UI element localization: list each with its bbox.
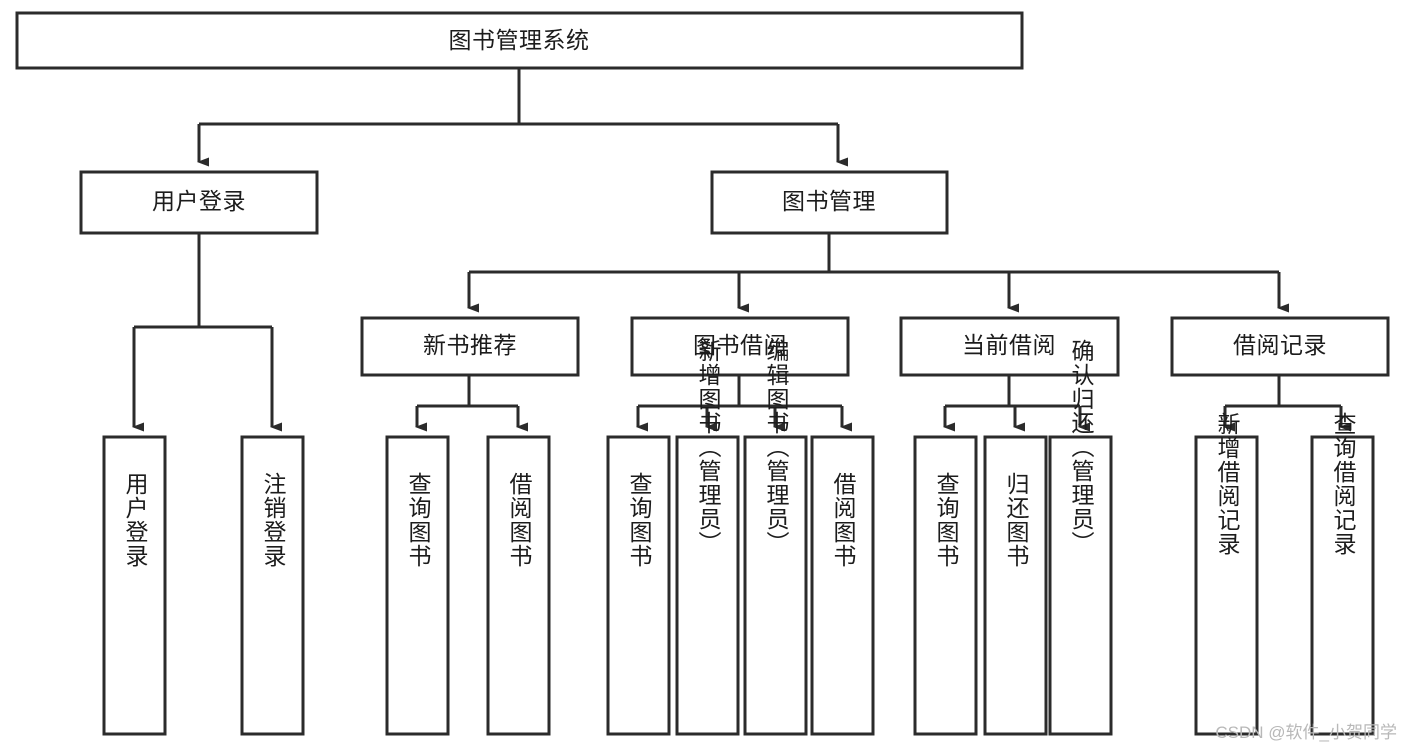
connector-group-book-borrow xyxy=(636,375,852,432)
leaf-add-record-label: 新增借阅记录 xyxy=(1214,412,1241,556)
leaf-node-query-record[interactable]: 查询借阅记录 xyxy=(1310,412,1375,736)
leaf-node-edit-book[interactable]: 编辑图书（管理员） xyxy=(743,339,808,736)
leaf-query-book-1-box[interactable] xyxy=(385,435,450,736)
leaf-query-book-2-label: 查询图书 xyxy=(626,472,653,568)
leaf-node-add-record[interactable]: 新增借阅记录 xyxy=(1194,412,1259,736)
leaf-node-query-book-1[interactable]: 查询图书 xyxy=(385,435,450,736)
leaf-edit-book-box[interactable] xyxy=(743,435,808,736)
node-new-book-recommend-box[interactable] xyxy=(360,316,580,377)
leaf-user-login-label: 用户登录 xyxy=(122,472,149,568)
connector-group-root xyxy=(197,68,848,167)
leaf-node-user-login[interactable]: 用户登录 xyxy=(102,435,167,736)
node-book-manage[interactable]: 图书管理 xyxy=(710,170,949,235)
leaf-add-book-label: 新增图书（管理员） xyxy=(695,339,722,555)
leaf-return-book-label: 归还图书 xyxy=(1003,472,1030,568)
leaf-confirm-return-box[interactable] xyxy=(1048,435,1113,736)
leaf-query-book-3-label: 查询图书 xyxy=(933,472,960,568)
leaf-return-book-box[interactable] xyxy=(983,435,1048,736)
leaf-edit-book-label: 编辑图书（管理员） xyxy=(763,339,790,555)
leaf-borrow-book-1-label: 借阅图书 xyxy=(506,472,533,568)
node-book-manage-label: 图书管理 xyxy=(782,188,876,214)
node-borrow-record-box[interactable] xyxy=(1170,316,1390,377)
leaf-node-confirm-return[interactable]: 确认归还（管理员） xyxy=(1048,339,1113,736)
node-borrow-record-label: 借阅记录 xyxy=(1233,332,1327,358)
leaf-query-book-2-box[interactable] xyxy=(606,435,671,736)
leaf-node-borrow-book-1[interactable]: 借阅图书 xyxy=(486,435,551,736)
connector-group-user-login xyxy=(132,233,282,432)
leaf-query-record-box[interactable] xyxy=(1310,435,1375,736)
node-root[interactable]: 图书管理系统 xyxy=(15,11,1024,70)
leaf-query-book-1-label: 查询图书 xyxy=(405,472,432,568)
node-user-login-box[interactable] xyxy=(79,170,319,235)
node-book-borrow-label: 图书借阅 xyxy=(693,332,787,358)
node-user-login-label: 用户登录 xyxy=(152,188,246,214)
leaf-logout-box[interactable] xyxy=(240,435,305,736)
node-root-label: 图书管理系统 xyxy=(449,27,590,53)
connector-group-new-book-recommend xyxy=(415,375,528,432)
leaf-node-query-book-3[interactable]: 查询图书 xyxy=(913,435,978,736)
node-current-borrow-box[interactable] xyxy=(899,316,1120,377)
node-book-manage-box[interactable] xyxy=(710,170,949,235)
leaf-user-login-box[interactable] xyxy=(102,435,167,736)
leaf-node-query-book-2[interactable]: 查询图书 xyxy=(606,435,671,736)
leaf-node-add-book[interactable]: 新增图书（管理员） xyxy=(675,339,740,736)
node-user-login[interactable]: 用户登录 xyxy=(79,170,319,235)
leaf-node-borrow-book-2[interactable]: 借阅图书 xyxy=(810,435,875,736)
leaf-node-return-book[interactable]: 归还图书 xyxy=(983,435,1048,736)
node-book-borrow[interactable]: 图书借阅 xyxy=(630,316,850,377)
connector-group-current-borrow xyxy=(943,375,1090,432)
node-new-book-recommend[interactable]: 新书推荐 xyxy=(360,316,580,377)
leaf-borrow-book-1-box[interactable] xyxy=(486,435,551,736)
leaf-add-book-box[interactable] xyxy=(675,435,740,736)
leaf-confirm-return-label: 确认归还（管理员） xyxy=(1068,339,1095,555)
node-current-borrow-label: 当前借阅 xyxy=(962,332,1056,358)
leaf-node-logout[interactable]: 注销登录 xyxy=(240,435,305,736)
connector-group-borrow-record xyxy=(1223,375,1351,432)
leaf-logout-label: 注销登录 xyxy=(260,472,287,568)
node-current-borrow[interactable]: 当前借阅 xyxy=(899,316,1120,377)
node-new-book-recommend-label: 新书推荐 xyxy=(423,332,517,358)
leaf-borrow-book-2-box[interactable] xyxy=(810,435,875,736)
node-book-borrow-box[interactable] xyxy=(630,316,850,377)
leaf-query-book-3-box[interactable] xyxy=(913,435,978,736)
node-root-box[interactable] xyxy=(15,11,1024,70)
leaf-add-record-box[interactable] xyxy=(1194,435,1259,736)
leaf-borrow-book-2-label: 借阅图书 xyxy=(830,472,857,568)
leaf-query-record-label: 查询借阅记录 xyxy=(1330,412,1357,556)
connector-group-book-manage xyxy=(467,233,1289,313)
node-borrow-record[interactable]: 借阅记录 xyxy=(1170,316,1390,377)
